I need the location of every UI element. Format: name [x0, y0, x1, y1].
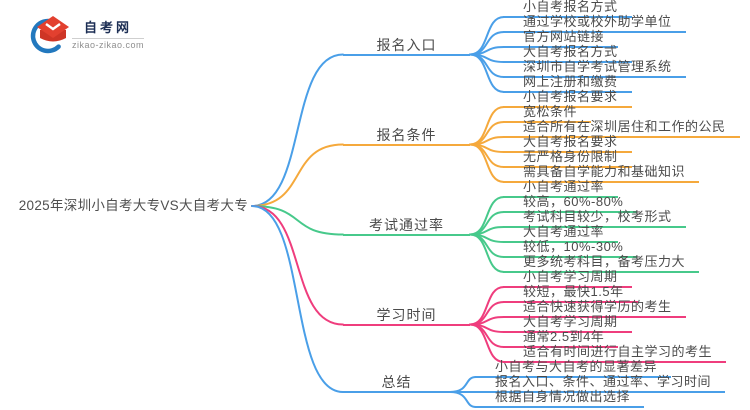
connector-line [469, 16, 505, 56]
connector-line [469, 121, 505, 146]
leaf-node-0-3: 大自考报名方式 [503, 43, 632, 63]
connector-line [469, 233, 505, 243]
graduation-cap-logo-icon [30, 16, 69, 54]
connector-line [449, 376, 477, 393]
branch-node-0: 报名入口 [343, 36, 470, 56]
connector-line [251, 205, 344, 236]
leaf-node-2-0: 小自考通过率 [503, 178, 619, 198]
connector-line [469, 143, 505, 168]
leaf-node-2-5: 更多统考科目，备考压力大 [503, 253, 700, 273]
connector-line [469, 53, 505, 93]
connector-line [469, 316, 505, 326]
connector-line [251, 205, 344, 393]
connector-line [469, 226, 505, 236]
connector-line [469, 46, 505, 56]
leaf-node-4-1: 报名入口、条件、通过率、学习时间 [475, 373, 726, 393]
leaf-node-1-5: 需具备自学能力和基础知识 [503, 163, 700, 183]
logo-domain: zikao-zikao.com [72, 39, 145, 50]
leaf-node-3-0: 小自考学习周期 [503, 268, 632, 288]
site-logo[interactable]: 自考网 zikao-zikao.com [27, 12, 145, 54]
connector-line [469, 53, 505, 63]
leaf-node-1-1: 宽松条件 [503, 103, 592, 123]
connector-line [469, 233, 505, 258]
leaf-node-1-4: 无严格身份限制 [503, 148, 632, 168]
leaf-node-3-1: 较短，最快1.5年 [503, 283, 638, 303]
leaf-node-3-4: 通常2.5到4年 [503, 328, 619, 348]
branch-node-3: 学习时间 [343, 306, 470, 326]
connector-line [469, 143, 505, 153]
branch-node-1: 报名条件 [343, 126, 470, 146]
connector-line [449, 391, 477, 408]
leaf-node-2-3: 大自考通过率 [503, 223, 619, 243]
branch-node-4: 总结 [343, 373, 450, 393]
leaf-node-0-1: 通过学校或校外助学单位 [503, 13, 686, 33]
connector-line [469, 323, 505, 348]
connector-line [251, 53, 344, 207]
root-topic: 2025年深圳小自考大专VS大自考大专 [18, 198, 248, 213]
connector-line [251, 205, 344, 326]
leaf-node-1-0: 小自考报名要求 [503, 88, 632, 108]
connector-line [469, 196, 505, 236]
connector-line [469, 136, 505, 146]
connector-line [469, 233, 505, 273]
connector-line [251, 143, 344, 207]
leaf-node-4-2: 根据自身情况做出选择 [475, 388, 645, 408]
leaf-node-0-5: 网上注册和缴费 [503, 73, 632, 93]
branch-node-2: 考试通过率 [343, 216, 470, 236]
leaf-node-1-3: 大自考报名要求 [503, 133, 632, 153]
connector-line [469, 106, 505, 146]
leaf-node-1-2: 适合所有在深圳居住和工作的公民 [503, 118, 740, 138]
leaf-node-3-3: 大自考学习周期 [503, 313, 632, 333]
connector-line [469, 323, 505, 363]
leaf-node-2-1: 较高，60%-80% [503, 193, 638, 213]
leaf-node-3-5: 适合有时间进行自主学习的考生 [503, 343, 727, 363]
logo-cap-top [37, 16, 69, 38]
connector-line [469, 286, 505, 326]
connector-line [469, 53, 505, 78]
logo-cap-chevron [45, 22, 61, 31]
connector-line [469, 301, 505, 326]
logo-title: 自考网 [84, 19, 133, 35]
connector-line [469, 323, 505, 333]
leaf-node-0-2: 官方网站链接 [503, 28, 619, 48]
connector-line [469, 31, 505, 56]
logo-divider [72, 37, 145, 39]
leaf-node-2-2: 考试科目较少，校考形式 [503, 208, 686, 228]
leaf-node-2-4: 较低，10%-30% [503, 238, 638, 258]
leaf-node-0-4: 深圳市自学考试管理系统 [503, 58, 686, 78]
logo-crescent [30, 18, 61, 54]
leaf-node-3-2: 适合快速获得学历的考生 [503, 298, 686, 318]
connector-line [469, 211, 505, 236]
leaf-node-4-0: 小自考与大自考的显著差异 [475, 358, 672, 378]
connector-line [469, 143, 505, 183]
leaf-node-0-0: 小自考报名方式 [503, 0, 632, 18]
